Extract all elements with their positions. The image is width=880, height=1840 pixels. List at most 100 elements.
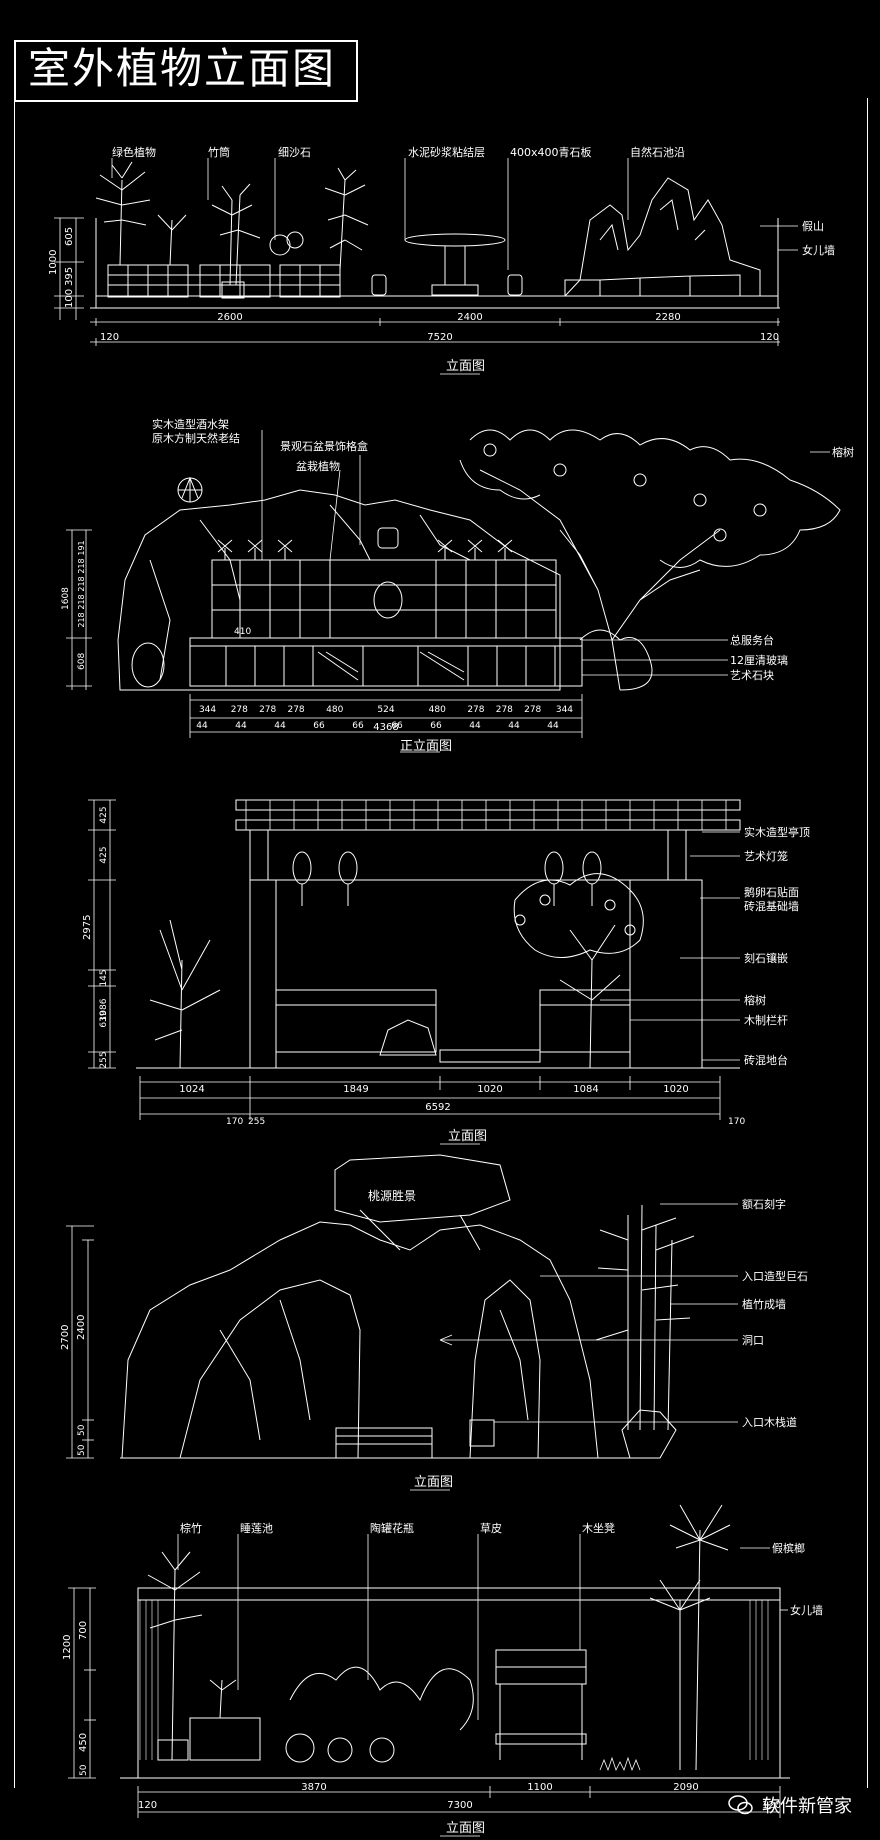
label-pavilion-roof: 实木造型亭顶 bbox=[744, 825, 810, 839]
label-log-knot: 原木方制天然老结 bbox=[152, 431, 240, 445]
wooden-bench-icon bbox=[495, 1649, 587, 1760]
label-art-stone: 艺术石块 bbox=[730, 669, 774, 682]
dim-s3-left-seg-5: 255 bbox=[99, 1051, 109, 1068]
dim-s5-left-3: 450 bbox=[78, 1733, 89, 1752]
dim-s2-left-1: 1608 bbox=[61, 587, 71, 610]
label-banyan: 榕树 bbox=[832, 445, 854, 459]
caption-s5: 立面图 bbox=[446, 1821, 485, 1836]
banana-plant-icon bbox=[149, 919, 221, 1069]
dim-s2-bottom2-6: 66 bbox=[430, 721, 442, 731]
rock-inscription: 桃源胜景 bbox=[368, 1188, 416, 1203]
dim-s2-bottom-7: 278 bbox=[467, 705, 484, 715]
label-parapet-2: 女儿墙 bbox=[790, 1603, 823, 1617]
caption-s4: 立面图 bbox=[414, 1475, 453, 1490]
label-lily-pond: 睡莲池 bbox=[240, 1522, 273, 1535]
label-wood-bench: 木坐凳 bbox=[582, 1521, 615, 1535]
label-stone-edge: 自然石池沿 bbox=[630, 145, 685, 159]
caption-s1: 立面图 bbox=[446, 359, 485, 374]
wechat-icon bbox=[728, 1795, 753, 1815]
bamboo-tube-icon bbox=[211, 183, 261, 299]
bamboo-icon bbox=[595, 1204, 695, 1459]
entrance-rock-icon bbox=[121, 1154, 599, 1459]
dim-s2-bottom2-1: 44 bbox=[235, 721, 247, 731]
label-boardwalk: 入口木栈道 bbox=[742, 1415, 797, 1429]
dim-s2-left-seg-3: 218 bbox=[77, 594, 86, 609]
rockery-icon bbox=[563, 177, 761, 297]
label-potted-plant: 盆栽植物 bbox=[296, 459, 340, 473]
dim-s2-bottom-9: 278 bbox=[524, 705, 541, 715]
dim-s5-2: 1100 bbox=[527, 1782, 552, 1793]
label-rockery: 假山 bbox=[802, 219, 824, 233]
dim-s3-left-seg-1: 425 bbox=[99, 846, 109, 863]
dim-s1-left-2: 605 bbox=[64, 227, 75, 246]
label-inscription: 额石刻字 bbox=[742, 1197, 786, 1211]
pebble-pillar bbox=[249, 879, 703, 1069]
potted-plant-icon bbox=[217, 539, 513, 560]
dim-s3-small-3: 170 bbox=[728, 1117, 745, 1127]
section-3-pavilion-elevation bbox=[88, 799, 741, 1145]
watermark: 软件新管家 bbox=[728, 1792, 852, 1818]
page-title: 室外植物立面图 bbox=[28, 44, 337, 93]
dim-s1-t3: 120 bbox=[760, 332, 779, 343]
section-4-entrance-elevation bbox=[66, 1154, 738, 1491]
label-areca-palm: 假槟榔 bbox=[772, 1541, 805, 1555]
dim-s4-left-4: 50 bbox=[77, 1444, 87, 1456]
label-stone-bonsai-box: 景观石盆景饰格盒 bbox=[280, 439, 368, 453]
dim-s2-bottom-8: 278 bbox=[496, 705, 513, 715]
dim-s2-bottom2-9: 44 bbox=[547, 721, 559, 731]
dim-s2-bottom2-4: 66 bbox=[352, 721, 364, 731]
section-1-elevation bbox=[54, 158, 798, 375]
dim-s2-bottom2-8: 44 bbox=[508, 721, 520, 731]
banyan-tree-icon bbox=[459, 429, 841, 691]
label-pottery-vase: 陶罐花瓶 bbox=[370, 1521, 414, 1535]
label-palm-bamboo: 棕竹 bbox=[180, 1521, 202, 1535]
dim-s3-4: 1084 bbox=[573, 1084, 598, 1095]
dim-s3-small-2: 255 bbox=[248, 1117, 265, 1127]
label-bamboo-wall: 植竹成墙 bbox=[742, 1297, 786, 1311]
palm-bamboo-icon bbox=[147, 1551, 203, 1761]
label-mortar: 水泥砂浆粘结层 bbox=[408, 145, 485, 159]
label-wood-railing: 木制栏杆 bbox=[744, 1013, 788, 1027]
label-carved-stone: 刻石镶嵌 bbox=[744, 951, 788, 965]
dim-s2-left-seg-1: 218 bbox=[77, 558, 86, 573]
section-2-front-elevation bbox=[66, 429, 841, 753]
dim-s3-small-1: 170 bbox=[226, 1117, 243, 1127]
lantern-icon bbox=[292, 851, 602, 906]
dim-s2-bottom-0: 344 bbox=[199, 705, 216, 715]
label-bluestone: 400x400青石板 bbox=[510, 145, 592, 159]
dim-s5-left-1: 1200 bbox=[62, 1635, 73, 1660]
dim-s3-left-seg-0: 425 bbox=[99, 806, 109, 823]
dim-s4-left-1: 2700 bbox=[60, 1325, 71, 1350]
dim-s3-1: 1024 bbox=[179, 1084, 204, 1095]
dim-s1-t2: 7520 bbox=[427, 332, 452, 343]
dim-s2-bottom-4: 480 bbox=[326, 705, 343, 715]
service-counter-icon bbox=[189, 637, 583, 687]
dim-s1-left-4: 100 bbox=[64, 289, 75, 308]
dim-s4-left-2: 2400 bbox=[76, 1315, 87, 1340]
label-brick-platform: 砖混地台 bbox=[744, 1053, 788, 1067]
label-lawn: 草皮 bbox=[480, 1522, 502, 1535]
dim-s5-t3: 120 bbox=[762, 1800, 781, 1811]
gravel-plant-icon bbox=[269, 167, 369, 271]
dim-s3-5: 1020 bbox=[663, 1084, 688, 1095]
dim-s4-left-3: 50 bbox=[77, 1424, 87, 1436]
dim-s2-bottom-2: 278 bbox=[259, 705, 276, 715]
dim-s1-2: 2400 bbox=[457, 312, 482, 323]
dim-s5-left-4: 50 bbox=[79, 1764, 89, 1776]
dim-s2-bottom2-0: 44 bbox=[196, 721, 208, 731]
dim-s1-left-3: 395 bbox=[64, 267, 75, 286]
label-entrance-rock: 入口造型巨石 bbox=[742, 1269, 808, 1283]
banyan-tree-icon bbox=[513, 873, 644, 1069]
dim-s2-total: 4368 bbox=[373, 722, 398, 733]
dim-s3-2: 1849 bbox=[343, 1084, 368, 1095]
label-banyan-2: 榕树 bbox=[744, 993, 766, 1007]
label-wine-rack: 实木造型酒水架 bbox=[152, 417, 229, 431]
dim-s2-bottom-3: 278 bbox=[287, 705, 304, 715]
dim-s5-t1: 120 bbox=[138, 1800, 157, 1811]
dim-s3-left-seg-3: 145 bbox=[99, 969, 109, 986]
label-parapet: 女儿墙 bbox=[802, 243, 835, 257]
dim-s2-410: 410 bbox=[234, 627, 251, 637]
dim-s3-left-3: 2975 bbox=[82, 915, 93, 940]
